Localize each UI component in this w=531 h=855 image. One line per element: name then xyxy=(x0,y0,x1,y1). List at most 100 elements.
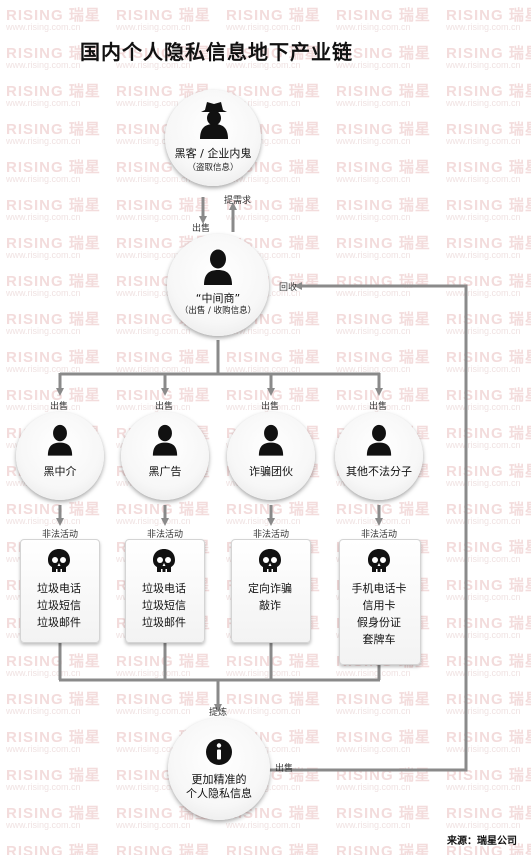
watermark-url: www.rising.com.cn xyxy=(6,744,81,754)
watermark-brand: RISING 瑞星 xyxy=(336,805,431,822)
watermark-url: www.rising.com.cn xyxy=(226,364,301,374)
watermark-brand: RISING 瑞星 xyxy=(336,45,431,62)
watermark-url: www.rising.com.cn xyxy=(446,668,521,678)
activity-3-line-2: 敲诈 xyxy=(259,599,281,612)
watermark-brand: RISING 瑞星 xyxy=(116,843,211,855)
watermark-url: www.rising.com.cn xyxy=(336,60,411,70)
watermark-brand: RISING 瑞星 xyxy=(336,121,431,138)
watermark-url: www.rising.com.cn xyxy=(446,22,521,32)
skull-icon xyxy=(153,549,175,572)
middleman-label: “中间商” xyxy=(195,292,241,305)
watermark-brand: RISING 瑞星 xyxy=(116,197,211,214)
watermark-url: www.rising.com.cn xyxy=(336,250,411,260)
watermark-brand: RISING 瑞星 xyxy=(6,311,101,328)
activity-4-line-1: 手机电话卡 xyxy=(351,582,407,595)
label-sell-3: 出售 xyxy=(261,402,280,412)
watermark-url: www.rising.com.cn xyxy=(6,22,81,32)
label-sell-4: 出售 xyxy=(369,402,388,412)
watermark-brand: RISING 瑞星 xyxy=(446,121,531,138)
hacker-icon xyxy=(200,102,228,139)
watermark-url: www.rising.com.cn xyxy=(446,326,521,336)
watermark-url: www.rising.com.cn xyxy=(116,516,191,526)
watermark-brand: RISING 瑞星 xyxy=(226,45,321,62)
watermark-url: www.rising.com.cn xyxy=(446,250,521,260)
skull-icon xyxy=(259,549,281,572)
watermark-url: www.rising.com.cn xyxy=(6,820,81,830)
watermark-url: www.rising.com.cn xyxy=(116,364,191,374)
skull-icon xyxy=(48,549,70,572)
watermark-brand: RISING 瑞星 xyxy=(116,501,211,518)
watermark-url: www.rising.com.cn xyxy=(226,706,301,716)
watermark-url: www.rising.com.cn xyxy=(446,554,521,564)
activity-4-line-2: 信用卡 xyxy=(362,599,396,612)
watermark-brand: RISING 瑞星 xyxy=(6,159,101,176)
activity-4-line-3: 假身份证 xyxy=(357,616,401,629)
watermark-url: www.rising.com.cn xyxy=(6,326,81,336)
watermark-url: www.rising.com.cn xyxy=(336,516,411,526)
watermark-url: www.rising.com.cn xyxy=(446,630,521,640)
watermark-brand: RISING 瑞星 xyxy=(6,235,101,252)
watermark-url: www.rising.com.cn xyxy=(6,60,81,70)
info-icon xyxy=(206,739,232,765)
watermark-brand: RISING 瑞星 xyxy=(6,387,101,404)
watermark-url: www.rising.com.cn xyxy=(226,212,301,222)
watermark-url: www.rising.com.cn xyxy=(446,592,521,602)
watermark-url: www.rising.com.cn xyxy=(6,174,81,184)
middleman-sublabel: （出售 / 收购信息） xyxy=(179,306,257,316)
watermark-url: www.rising.com.cn xyxy=(116,820,191,830)
watermark-brand: RISING 瑞星 xyxy=(6,45,101,62)
watermark-url: www.rising.com.cn xyxy=(446,288,521,298)
watermark-url: www.rising.com.cn xyxy=(116,212,191,222)
watermark-url: www.rising.com.cn xyxy=(336,744,411,754)
watermark-brand: RISING 瑞星 xyxy=(336,83,431,100)
label-illegal-2: 非法活动 xyxy=(147,530,184,540)
watermark-brand: RISING 瑞星 xyxy=(226,197,321,214)
watermark-url: www.rising.com.cn xyxy=(336,288,411,298)
watermark-url: www.rising.com.cn xyxy=(336,706,411,716)
watermark-brand: RISING 瑞星 xyxy=(336,843,431,855)
watermark-url: www.rising.com.cn xyxy=(116,60,191,70)
group-label-3: 诈骗团伙 xyxy=(249,465,293,478)
activity-3-line-1: 定向诈骗 xyxy=(248,582,292,595)
watermark-brand: RISING 瑞星 xyxy=(6,805,101,822)
watermark-url: www.rising.com.cn xyxy=(116,174,191,184)
watermark-url: www.rising.com.cn xyxy=(116,326,191,336)
watermark-brand: RISING 瑞星 xyxy=(446,45,531,62)
source-note: 来源：瑞星公司 xyxy=(447,836,517,847)
watermark-brand: RISING 瑞星 xyxy=(446,7,531,24)
watermark-url: www.rising.com.cn xyxy=(226,98,301,108)
watermark-brand: RISING 瑞星 xyxy=(226,83,321,100)
watermark-brand: RISING 瑞星 xyxy=(336,159,431,176)
hacker-label: 黑客 / 企业内鬼 xyxy=(174,147,252,160)
watermark-brand: RISING 瑞星 xyxy=(226,7,321,24)
watermark-url: www.rising.com.cn xyxy=(116,402,191,412)
watermark-brand: RISING 瑞星 xyxy=(226,843,321,855)
watermark-brand: RISING 瑞星 xyxy=(116,45,211,62)
